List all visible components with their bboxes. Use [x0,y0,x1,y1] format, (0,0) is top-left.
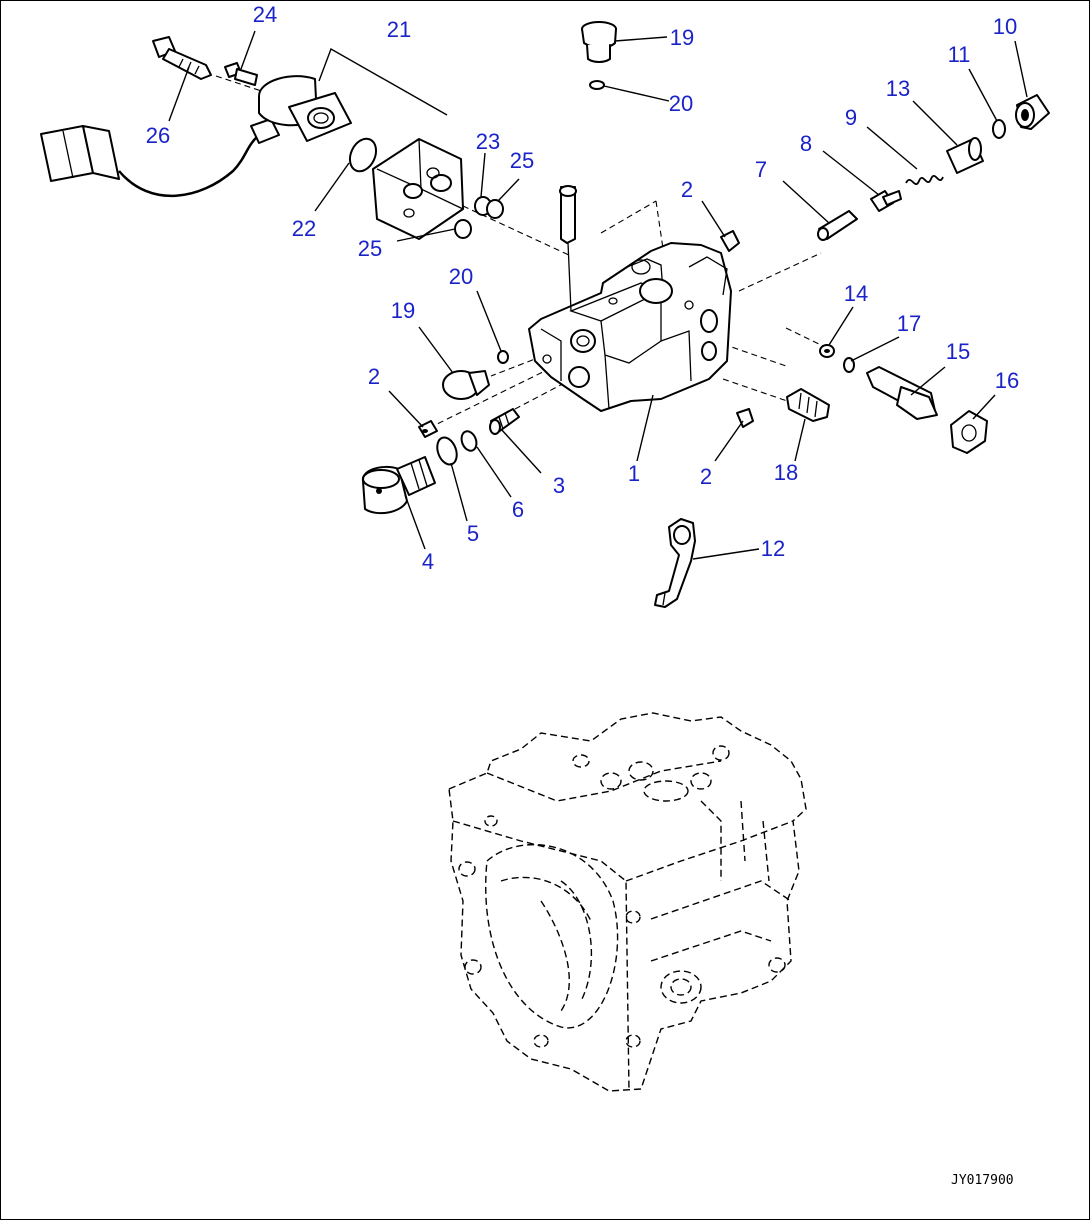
callout-2: 2 [700,464,712,489]
callout-23: 23 [476,129,500,154]
callout-2: 2 [681,177,693,202]
callout-8: 8 [800,131,812,156]
callout-20: 20 [449,264,473,289]
callout-6: 6 [512,497,524,522]
part-12-bracket [654,518,696,608]
part-26-bolt [152,36,212,80]
callout-26: 26 [146,123,170,148]
callouts: 26 24 21 22 23 25 25 19 20 2 7 8 9 13 11… [146,2,1019,574]
part-1-valve-body [528,185,732,412]
parts-adjust-screw [819,344,988,454]
callout-10: 10 [993,14,1017,39]
leader-lines [168,30,1028,560]
part-19-plug-top [581,21,617,90]
callout-11: 11 [948,42,971,67]
callout-5: 5 [467,521,479,546]
callout-15: 15 [946,339,970,364]
callout-18: 18 [774,460,798,485]
orings-22-23-25 [348,137,504,239]
callout-1: 1 [628,461,640,486]
callout-22: 22 [292,216,316,241]
callout-20: 20 [669,91,693,116]
callout-25: 25 [358,236,382,261]
callout-2: 2 [368,364,380,389]
drawing-number: JY017900 [951,1173,1014,1188]
part-19-plug-left [442,350,509,400]
parts-spool-spring-sleeve [817,94,1050,241]
part-4-plug-orings [361,430,478,515]
callout-19: 19 [670,25,694,50]
part-24-bolt [224,62,258,86]
callout-4: 4 [422,549,434,574]
callout-13: 13 [886,76,910,101]
callout-7: 7 [755,157,767,182]
callout-19: 19 [391,298,415,323]
callout-24: 24 [253,2,277,27]
callout-25: 25 [510,148,534,173]
callout-21: 21 [387,17,411,42]
callout-3: 3 [553,473,565,498]
part-2-plugs [418,230,754,438]
callout-14: 14 [844,281,868,306]
callout-17: 17 [897,311,921,336]
parts-18-3-fittings [489,388,830,435]
callout-12: 12 [761,536,785,561]
part-21-solenoid-valve [40,75,464,240]
callout-16: 16 [995,368,1019,393]
pump-housing-outline [448,712,807,1092]
callout-9: 9 [845,105,857,130]
